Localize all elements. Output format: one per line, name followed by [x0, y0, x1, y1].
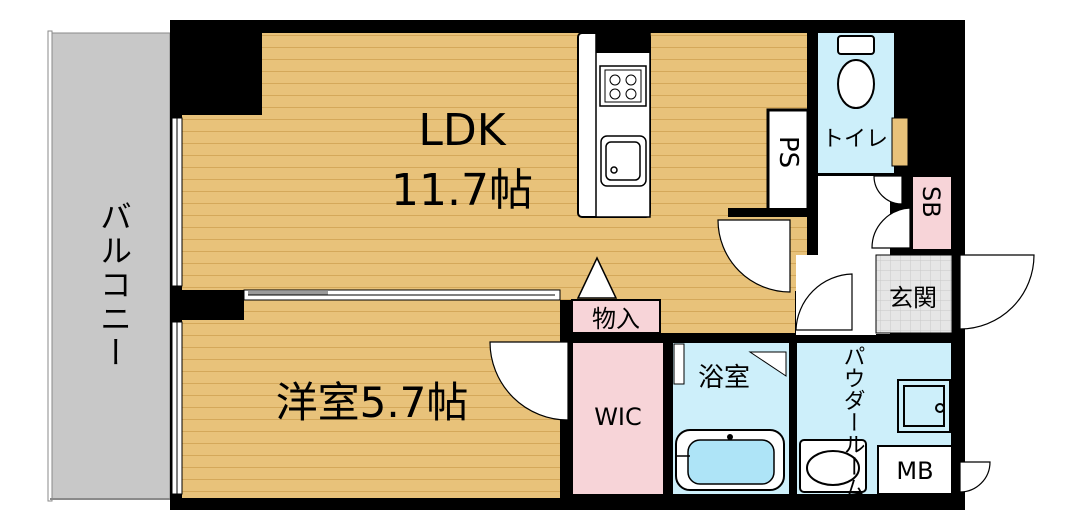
kitchen-counter — [577, 32, 651, 218]
ldk-name-label: LDK — [418, 105, 506, 156]
entrance-door-swing — [959, 254, 1035, 330]
mb-door-swing — [959, 461, 991, 493]
bathtub-icon — [675, 429, 785, 491]
mb-box — [877, 445, 953, 495]
toilet-label: トイレ — [822, 127, 888, 152]
hall-door-swing — [795, 273, 853, 331]
washbasin-icon — [799, 439, 867, 493]
bedroom-floor — [182, 300, 560, 498]
balcony-label: バルコニー — [95, 200, 133, 370]
storage — [571, 256, 661, 334]
sink-icon — [600, 135, 647, 187]
balcony — [47, 30, 172, 502]
entrance-label: 玄関 — [889, 284, 937, 312]
entrance — [875, 254, 953, 334]
sliding-partition — [243, 289, 561, 301]
wic — [571, 341, 665, 496]
bedroom-label: 洋室5.7帖 — [276, 378, 469, 427]
kitchen-wall-top — [596, 33, 650, 53]
sb-door-swing — [871, 207, 911, 249]
ldk-upper-left-wall — [180, 33, 262, 115]
ps-wall-bottom — [728, 208, 818, 217]
wic-label: WIC — [594, 403, 642, 431]
ldk-door-swing — [717, 219, 791, 293]
bath-label: 浴室 — [698, 363, 750, 393]
bedroom-wall-stub — [180, 290, 244, 320]
sb-label: SB — [917, 186, 945, 218]
stove-icon — [604, 69, 642, 103]
left-windows — [171, 117, 183, 495]
toilet-room — [818, 33, 909, 173]
powder-label: パウダールーム — [840, 345, 865, 499]
storage-label: 物入 — [592, 305, 640, 333]
washing-machine-icon — [897, 379, 951, 433]
ps-label: PS — [773, 136, 803, 168]
toilet-icon — [837, 35, 875, 109]
mb-label: MB — [896, 457, 933, 485]
door-swings — [489, 175, 1035, 493]
sb-box — [911, 175, 953, 251]
bathroom — [671, 341, 791, 496]
bedroom-door-swing — [489, 341, 569, 421]
toilet-door-swing — [873, 175, 903, 205]
powder-room — [795, 341, 953, 496]
ldk-size-label: 11.7帖 — [391, 165, 533, 216]
